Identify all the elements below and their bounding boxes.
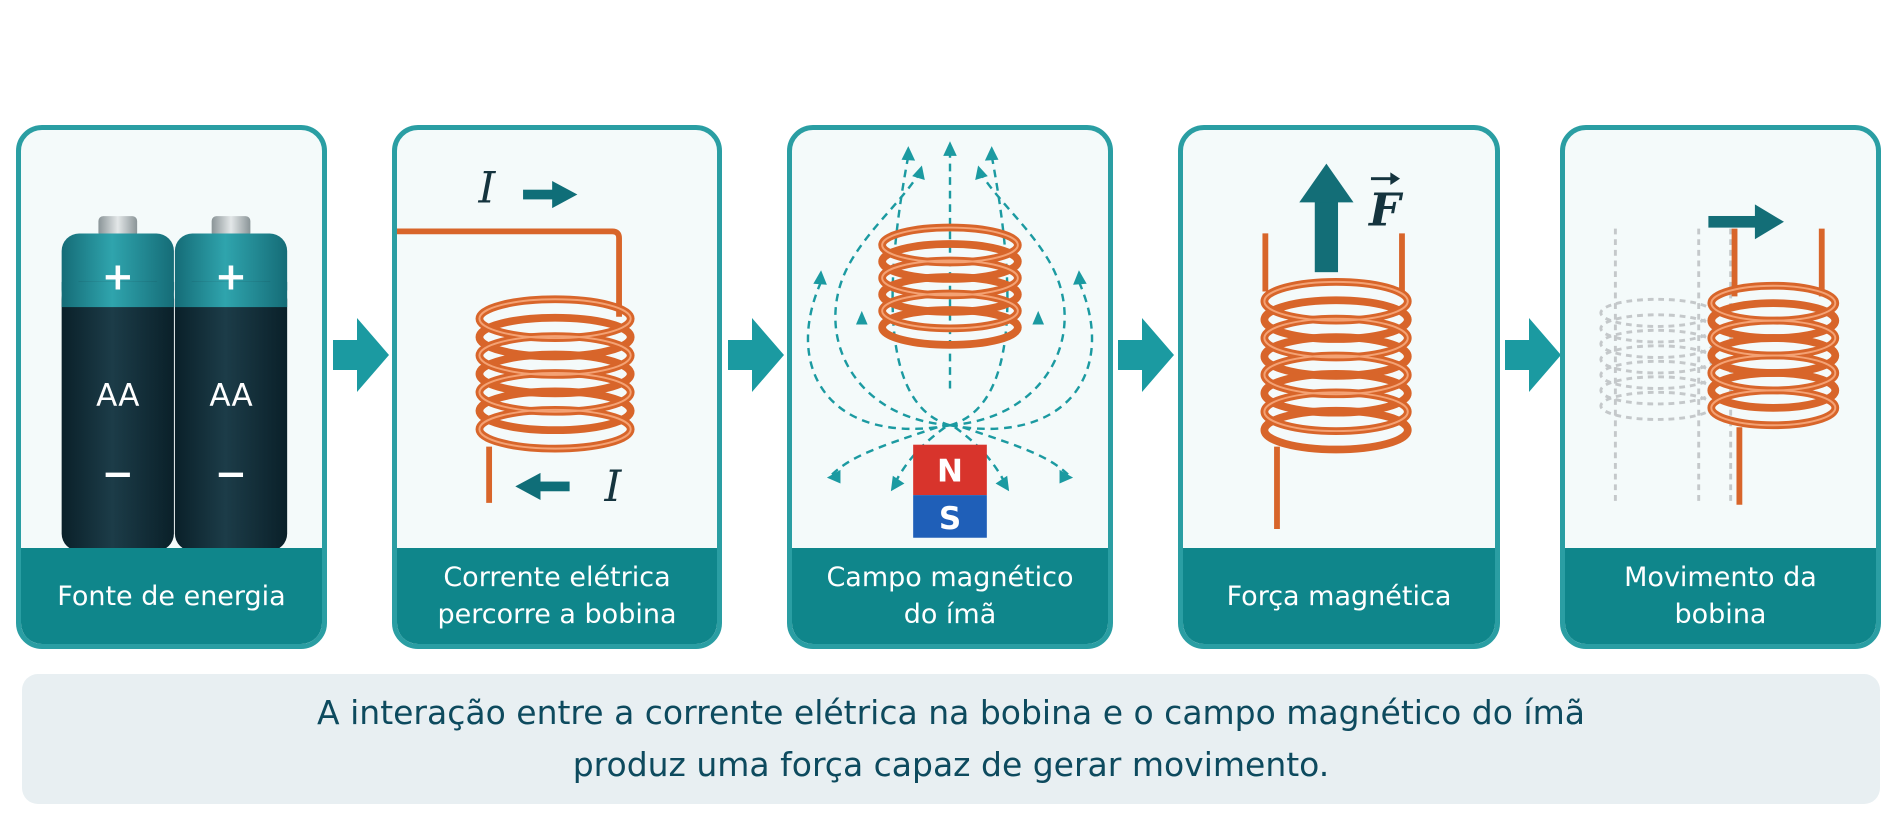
magnetic-field-illustration: N S — [806, 141, 1094, 538]
current-symbol-top: I — [477, 163, 496, 213]
caption-line: Corrente elétrica — [443, 562, 671, 593]
force-arrow-up-icon — [1299, 163, 1354, 273]
caption-line: do ímã — [903, 599, 997, 630]
summary-box: A interação entre a corrente elétrica na… — [22, 674, 1880, 804]
battery-right-minus: − — [215, 452, 247, 497]
current-symbol-bottom: I — [604, 462, 623, 512]
flow-arrow-icon — [728, 318, 784, 392]
vector-arrow-icon — [1370, 172, 1401, 185]
battery-right — [174, 216, 288, 550]
flow-arrow-icon — [1118, 318, 1174, 392]
battery-left-plus: + — [102, 255, 134, 300]
battery-right-label: AA — [209, 378, 252, 414]
step-card-energy-source: + + AA AA − − Fonte de energia — [16, 125, 327, 649]
caption-line: Campo magnético — [826, 562, 1074, 593]
step-caption: Força magnética — [1183, 548, 1495, 644]
flow-arrow-icon — [333, 318, 389, 392]
caption-line: Força magnética — [1226, 580, 1452, 612]
battery-left — [61, 216, 174, 550]
motion-arrow-right-icon — [1708, 204, 1784, 240]
caption-line: Fonte de energia — [57, 580, 286, 612]
magnet-south-label: S — [939, 501, 961, 537]
step-card-magnetic-field: N S Campo magnético do ímã — [787, 125, 1113, 649]
flow-arrow-icon — [1505, 318, 1561, 392]
summary-line-2: produz uma força capaz de gerar moviment… — [572, 745, 1330, 784]
step-card-coil-motion: Movimento da bobina — [1560, 125, 1881, 649]
battery-left-minus: − — [102, 452, 134, 497]
battery-left-label: AA — [96, 378, 139, 414]
step-card-magnetic-force: F Força magnética — [1178, 125, 1500, 649]
coil-motion-illustration — [1599, 204, 1840, 505]
force-symbol: F — [1367, 184, 1404, 237]
summary-line-1: A interação entre a corrente elétrica na… — [317, 693, 1585, 732]
current-arrow-right-icon — [523, 180, 578, 209]
step-caption: Fonte de energia — [21, 548, 322, 644]
magnetic-force-illustration: F — [1260, 163, 1412, 529]
caption-line: Movimento da bobina — [1624, 562, 1817, 630]
batteries-illustration: + + AA AA − − — [61, 216, 288, 550]
caption-line: percorre a bobina — [437, 599, 677, 630]
current-arrow-left-icon — [515, 472, 570, 500]
step-caption: Movimento da bobina — [1565, 548, 1876, 644]
step-card-current: I I Corrente elétrica percorre a bobina — [392, 125, 722, 649]
step-caption: Campo magnético do ímã — [792, 548, 1108, 644]
coil-current-illustration: I I — [397, 163, 635, 512]
step-caption: Corrente elétrica percorre a bobina — [397, 548, 717, 644]
battery-right-plus: + — [215, 255, 247, 300]
magnet: N S — [913, 444, 987, 538]
magnet-north-label: N — [937, 454, 963, 490]
